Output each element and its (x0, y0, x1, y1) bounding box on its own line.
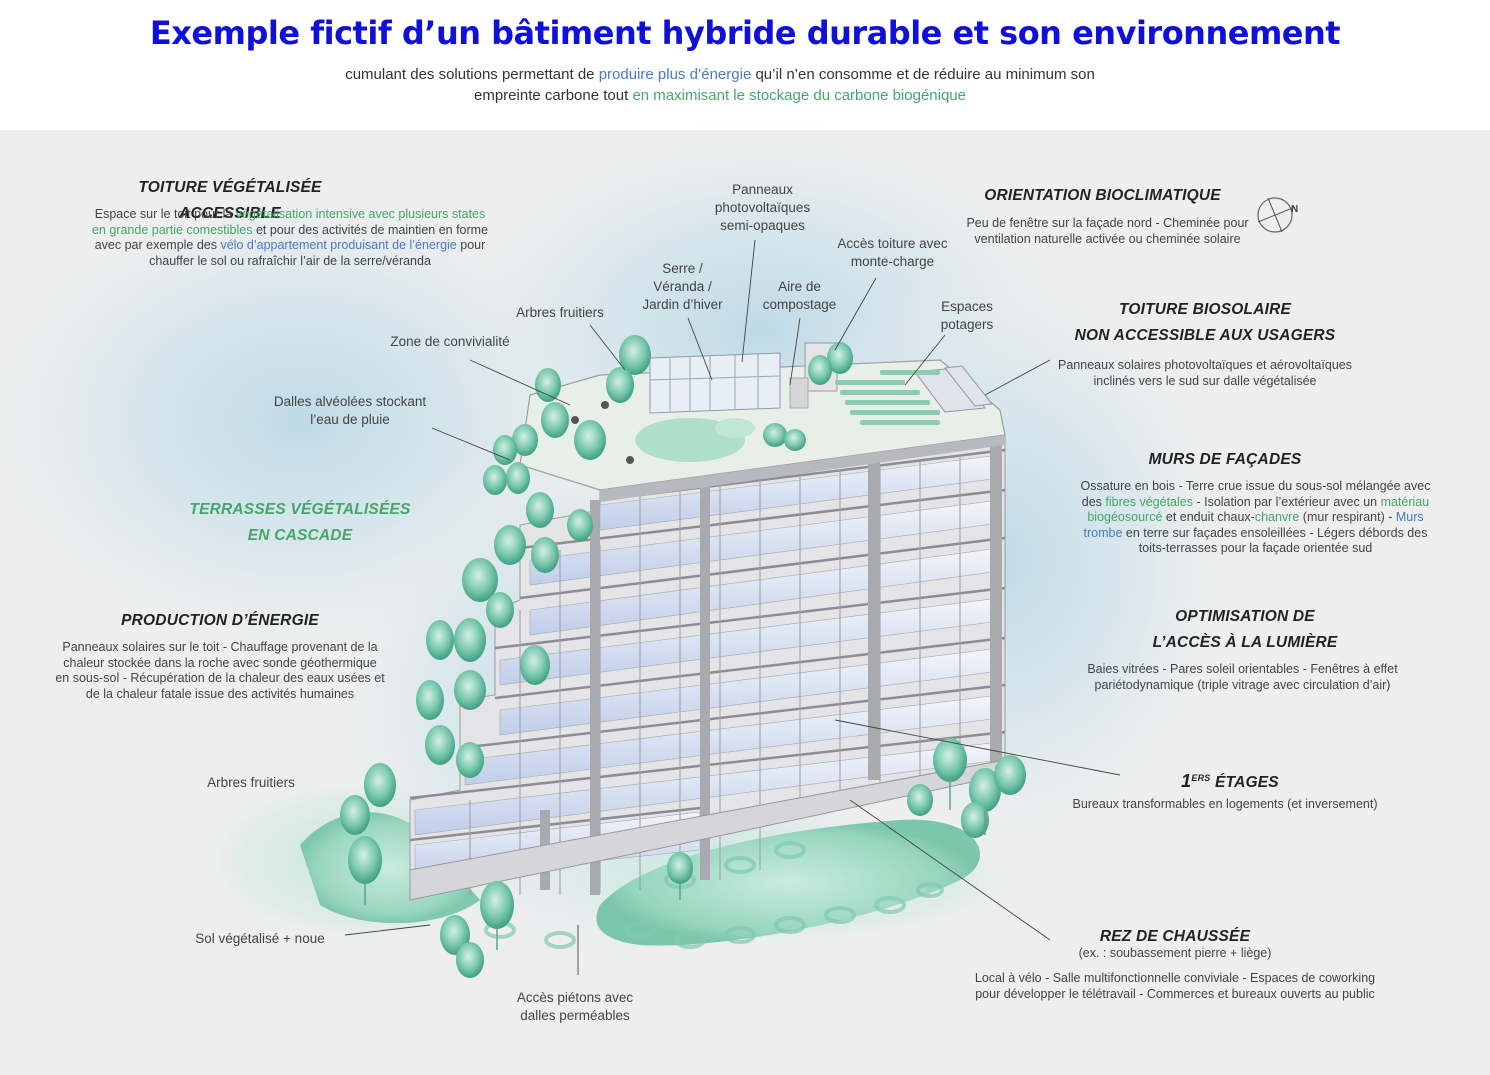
text-part-green: fibres végétales (1105, 494, 1193, 509)
text-part: Ossature en bois - Terre crue issue du s… (1080, 479, 1431, 509)
orientation-heading: ORIENTATION BIOCLIMATIQUE (984, 187, 1221, 204)
ground-lawns (300, 812, 980, 949)
etages-sup: ERS (1191, 773, 1211, 783)
text-part-blue: vélo d’appartement produisant de l’énerg… (220, 238, 457, 252)
murs-text: Ossature en bois - Terre crue issue du s… (1078, 479, 1433, 557)
terrasses-heading-1: TERRASSES VÉGÉTALISÉES (189, 501, 411, 518)
label-arbres-fruitiers-bottom: Arbres fruitiers (207, 775, 295, 790)
subtitle: cumulant des solutions permettant de pro… (340, 64, 1100, 106)
text-part-blue: Murs trombe (1083, 510, 1424, 540)
toiture-vegetalisee-text: Espace sur le toit pour la végétalisatio… (90, 207, 490, 269)
etages-heading: 1ERS ÉTAGES (1120, 765, 1340, 796)
label-serre: Serre / Véranda / Jardin d’hiver (642, 261, 723, 312)
etages-text: Bureaux transformables en logements (et … (1072, 797, 1378, 811)
text-part: (mur respirant) - (1299, 510, 1396, 524)
text-part-green: végétalisation intensive avec plusieurs … (91, 207, 486, 237)
etages-word: ÉTAGES (1215, 774, 1279, 792)
rez-heading: REZ DE CHAUSSÉE (1099, 928, 1251, 945)
label-acces-toiture: Accès toiture avec monte-charge (837, 236, 948, 269)
text-part: pour chauffer le sol ou rafraîchir l’air… (149, 238, 486, 268)
trees (340, 335, 1026, 978)
text-part-green: chanvre (1254, 510, 1300, 524)
text-part: en terre sur façades ensoleillées - Lége… (1122, 525, 1428, 556)
lumiere-text: Baies vitrées - Pares soleil orientables… (1087, 662, 1398, 692)
lumiere-heading-2: L’ACCÈS À LA LUMIÈRE (1152, 634, 1338, 651)
leader-lines (344, 239, 1121, 975)
toiture-biosolaire-heading-1: TOITURE BIOSOLAIRE (1118, 301, 1292, 318)
label-panneaux-photovoltaiques: Panneaux photovoltaïques semi-opaques (714, 182, 811, 233)
subtitle-part: qu’il n’en consomme et de réduire au min… (474, 66, 1095, 104)
text-part: et enduit chaux- (1162, 510, 1255, 524)
rez-subheading: (ex. : soubassement pierre + liège) (1078, 946, 1272, 960)
building (409, 359, 1006, 901)
etages-number: 1 (1181, 771, 1192, 792)
main-title: Exemple fictif d’un bâtiment hybride dur… (149, 14, 1341, 52)
toiture-biosolaire-text: Panneaux solaires photovoltaïques et aér… (1058, 358, 1352, 388)
compass-icon (1257, 197, 1296, 233)
subtitle-part: cumulant des solutions permettant de (345, 66, 599, 83)
lumiere-heading-1: OPTIMISATION DE (1175, 608, 1315, 625)
toiture-biosolaire-heading-2: NON ACCESSIBLE AUX USAGERS (1074, 327, 1336, 344)
production-heading: PRODUCTION D’ÉNERGIE (121, 612, 319, 629)
compass-north-label: N (1291, 204, 1299, 215)
rez-text: Local à vélo - Salle multifonctionnelle … (974, 971, 1376, 1001)
label-aire-compostage: Aire de compostage (762, 279, 837, 312)
text-part-green: matériau biogéosourcé (1087, 494, 1430, 525)
label-zone-convivialite: Zone de convivialité (390, 334, 510, 349)
subtitle-carbon-highlight: en maximisant le stockage du carbone bio… (632, 87, 966, 104)
text-part: et pour des activités de maintien en for… (94, 222, 489, 253)
subtitle-energy-highlight: produire plus d’énergie (598, 66, 752, 83)
orientation-text: Peu de fenêtre sur la façade nord - Chem… (966, 216, 1249, 246)
label-dalles-alveolees: Dalles alvéolées stockant l’eau de pluie (273, 394, 427, 427)
text-part: Espace sur le toit pour la (94, 207, 236, 221)
text-part: - Isolation par l’extérieur avec un (1192, 494, 1381, 509)
production-text: Panneaux solaires sur le toit - Chauffag… (55, 640, 385, 701)
label-arbres-fruitiers-top: Arbres fruitiers (516, 305, 604, 320)
toiture-vegetalisee-heading: TOITURE VÉGÉTALISÉE ACCESSIBLE (138, 179, 322, 222)
terrasses-heading-2: EN CASCADE (247, 527, 353, 544)
label-acces-pietons: Accès piétons avec dalles perméables (516, 990, 634, 1023)
murs-heading: MURS DE FAÇADES (1148, 451, 1302, 468)
label-espaces-potagers: Espaces potagers (940, 299, 994, 332)
label-sol-vegetalise: Sol végétalisé + noue (195, 931, 325, 946)
roof-elements (571, 342, 993, 464)
